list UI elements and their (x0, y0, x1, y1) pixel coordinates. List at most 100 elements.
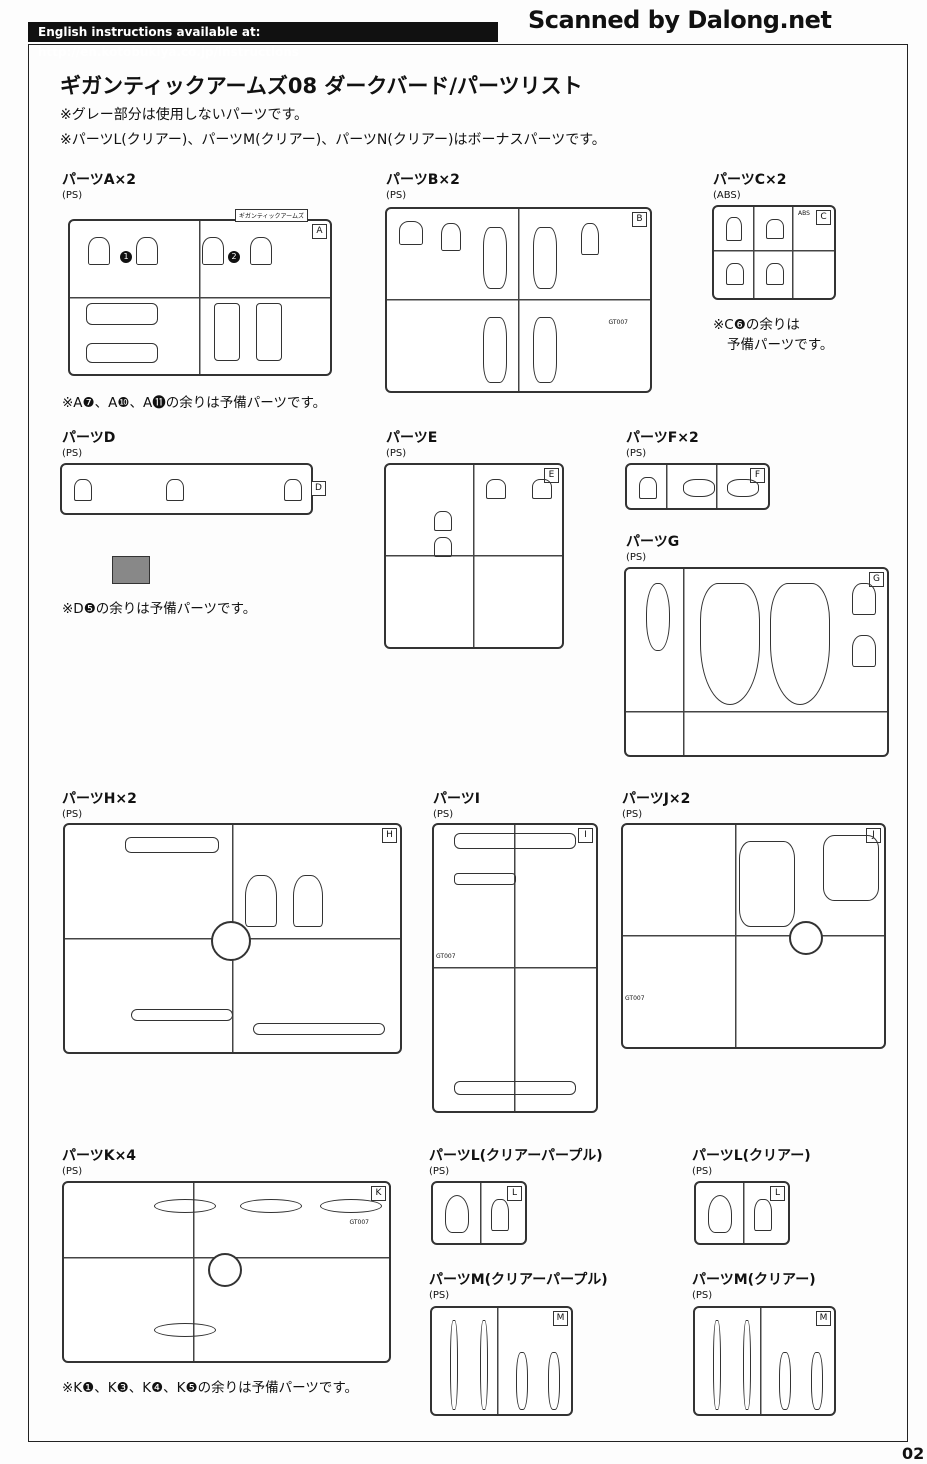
section-label-m-purple: パーツM(クリアーパープル)(PS) (429, 1272, 608, 1301)
scanned-by-watermark: Scanned by Dalong.net (528, 6, 832, 34)
note-bonus-parts: ※パーツL(クリアー)、パーツM(クリアー)、パーツN(クリアー)はボーナスパー… (60, 132, 606, 148)
runner-g: G (624, 567, 889, 757)
part-k5 (154, 1323, 216, 1337)
runner-i: I GT007 (432, 823, 598, 1113)
part-g5 (852, 583, 876, 615)
runner-code-k: GT007 (349, 1219, 369, 1226)
runner-m-purple: M (430, 1306, 573, 1416)
runner-tag-c: C (816, 210, 831, 225)
page-title: ギガンティックアームズ08 ダークバード/パーツリスト (60, 74, 583, 98)
part-a2 (202, 237, 224, 265)
section-label-a: パーツA×2(PS) (62, 172, 137, 201)
section-label-l-purple: パーツL(クリアーパープル)(PS) (429, 1148, 603, 1177)
part-g1 (646, 583, 670, 651)
part-a1 (88, 237, 110, 265)
part-e5 (532, 479, 552, 499)
part-i18 (454, 1081, 576, 1095)
part-j7 (823, 835, 879, 901)
part-f3 (727, 479, 759, 497)
section-label-h: パーツH×2(PS) (62, 791, 137, 820)
part-d1 (74, 479, 92, 501)
part-m1b (480, 1320, 488, 1410)
runner-j-hub (789, 921, 823, 955)
runner-tag-b: B (632, 212, 647, 227)
runner-code-b: GT007 (608, 319, 628, 326)
runner-code-i: GT007 (436, 953, 456, 960)
part-h13 (245, 875, 277, 927)
part-b4 (533, 227, 557, 289)
runner-c: C ABS (712, 205, 836, 300)
runner-l-clear: L (694, 1181, 790, 1245)
part-k4 (154, 1199, 216, 1213)
part-h14 (293, 875, 323, 927)
runner-tag-l-purple: L (507, 1186, 522, 1201)
part-h2 (125, 837, 219, 853)
section-label-d: パーツD(PS) (62, 430, 116, 459)
part-b5 (581, 223, 599, 255)
part-c1 (726, 217, 742, 241)
runner-h-hub (211, 921, 251, 961)
section-label-c: パーツC×2(ABS) (713, 172, 787, 201)
part-e8 (434, 537, 452, 557)
part-a4 (86, 303, 158, 325)
runner-tag-k: K (371, 1186, 386, 1201)
runner-tag-l-clear: L (770, 1186, 785, 1201)
part-d3 (166, 479, 184, 501)
page-number: 02 (902, 1444, 925, 1463)
part-m3b (548, 1352, 560, 1410)
runner-a: A ギガンティックアームズ 1 2 (68, 209, 332, 376)
part-m3b-clear (811, 1352, 823, 1410)
part-d1b (284, 479, 302, 501)
section-label-i: パーツI(PS) (433, 791, 480, 820)
part-e7 (434, 511, 452, 531)
section-label-b: パーツB×2(PS) (386, 172, 460, 201)
part-b9 (483, 317, 507, 383)
part-i2 (454, 873, 516, 885)
footnote-c-line1: ※C❻の余りは (713, 317, 800, 333)
runner-tag-g: G (869, 572, 884, 587)
section-label-k: パーツK×4(PS) (62, 1148, 137, 1177)
part-m3-clear (779, 1352, 791, 1410)
runner-tag-d: D (311, 481, 326, 496)
part-l1-clear (708, 1195, 732, 1233)
runner-m-clear: M (693, 1306, 836, 1416)
runner-d: D (60, 463, 326, 515)
runner-b: B GT007 (385, 207, 652, 393)
part-e4 (486, 479, 506, 499)
footnote-a: ※A❼、A❿、A⓫の余りは予備パーツです。 (62, 395, 327, 411)
part-c4 (726, 263, 744, 285)
part-g3 (700, 583, 760, 705)
part-g4 (770, 583, 830, 705)
part-f1 (639, 477, 657, 499)
part-k6 (240, 1199, 302, 1213)
part-k7 (320, 1199, 382, 1213)
runner-f: F (625, 463, 770, 510)
english-instructions-banner: English instructions available at: http:… (28, 22, 498, 59)
part-l2 (491, 1199, 509, 1231)
part-c2 (766, 219, 784, 239)
part-h10 (131, 1009, 233, 1021)
runner-brand-label: ギガンティックアームズ (234, 209, 308, 222)
unused-gray-part-d7 (112, 556, 150, 584)
part-l1 (445, 1195, 469, 1233)
part-g6 (852, 635, 876, 667)
runner-tag-m-purple: M (553, 1311, 568, 1326)
runner-h: H (63, 823, 402, 1054)
section-label-j: パーツJ×2(PS) (622, 791, 691, 820)
part-l2-clear (754, 1199, 772, 1231)
runner-tag-a: A (312, 224, 327, 239)
part-a5 (86, 343, 158, 363)
runner-k-hub (208, 1253, 242, 1287)
section-label-f: パーツF×2(PS) (626, 430, 699, 459)
part-a1b (136, 237, 158, 265)
part-a2b (250, 237, 272, 265)
footnote-d: ※D❺の余りは予備パーツです。 (62, 601, 257, 617)
part-b3 (483, 227, 507, 289)
runner-j: J GT007 (621, 823, 886, 1049)
runner-e: E (384, 463, 564, 649)
part-b1 (399, 221, 423, 245)
section-label-g: パーツG(PS) (626, 534, 680, 563)
page-frame (28, 44, 908, 1442)
part-f2 (683, 479, 715, 497)
part-b10 (533, 317, 557, 383)
